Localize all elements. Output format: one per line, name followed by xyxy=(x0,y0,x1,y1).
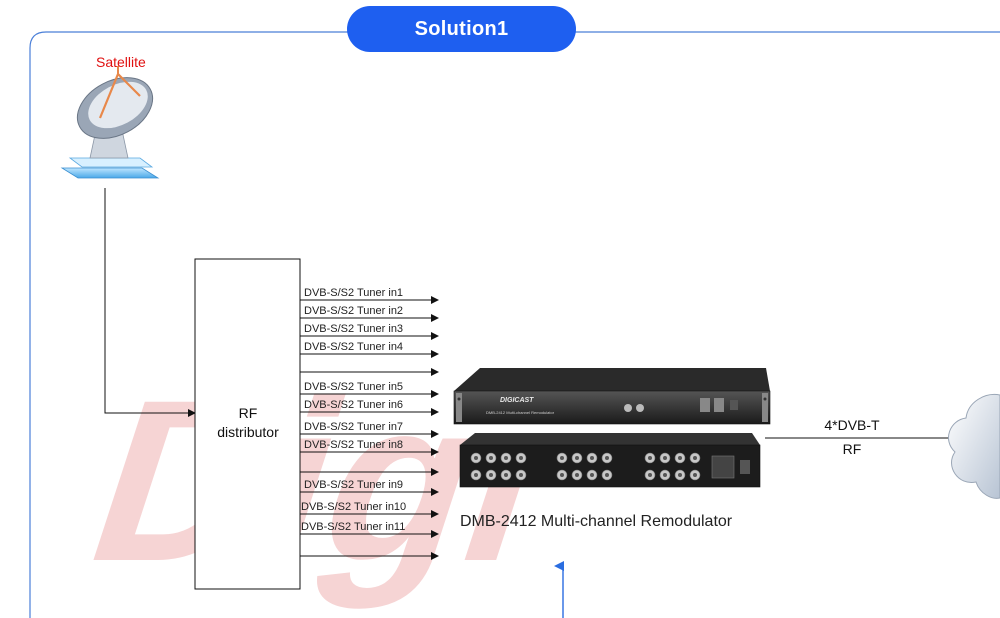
rf-port-pin xyxy=(663,456,667,460)
solution-frame xyxy=(29,31,1000,618)
rf-port-pin xyxy=(489,473,493,477)
tuner-label: DVB-S/S2 Tuner in9 xyxy=(304,479,404,491)
rf-port-pin xyxy=(590,473,594,477)
rf-port-pin xyxy=(474,473,478,477)
network-cloud-icon xyxy=(948,393,1000,499)
remodulator-front-panel xyxy=(453,368,771,425)
satellite-label: Satellite xyxy=(96,54,146,70)
device-front-text: DMB-2412 Multi-channel Remodulator xyxy=(486,410,555,415)
solution-title: Solution1 xyxy=(347,6,576,52)
tuner-arrows xyxy=(300,296,439,560)
rf-port-pin xyxy=(489,456,493,460)
rf-port-pin xyxy=(560,473,564,477)
tuner-label: DVB-S/S2 Tuner in1 xyxy=(304,287,404,299)
rf-distributor-box xyxy=(194,258,301,590)
rf-port-pin xyxy=(590,456,594,460)
tuner-label: DVB-S/S2 Tuner in6 xyxy=(304,399,404,411)
satellite-feed-line xyxy=(104,188,196,417)
rf-port-pin xyxy=(474,456,478,460)
rf-port-pin xyxy=(519,473,523,477)
tuner-label: DVB-S/S2 Tuner in4 xyxy=(304,341,404,353)
tuner-label: DVB-S/S2 Tuner in7 xyxy=(304,421,404,433)
satellite-dish-icon xyxy=(60,66,160,179)
rf-port-pin xyxy=(575,473,579,477)
rf-distributor-label: RF distributor xyxy=(196,404,300,442)
rf-distributor-line2: distributor xyxy=(217,424,279,440)
tuner-label: DVB-S/S2 Tuner in5 xyxy=(304,381,404,393)
tuner-label: DVB-S/S2 Tuner in11 xyxy=(301,521,406,533)
tuner-label: DVB-S/S2 Tuner in2 xyxy=(304,305,404,317)
rf-port-pin xyxy=(648,456,652,460)
rf-port-pin xyxy=(504,456,508,460)
rf-port-pin xyxy=(519,456,523,460)
output-label-2: RF xyxy=(842,441,862,457)
rf-port-pin xyxy=(560,456,564,460)
rf-port-pin xyxy=(504,473,508,477)
rf-port-pin xyxy=(663,473,667,477)
tuner-label: DVB-S/S2 Tuner in8 xyxy=(304,439,404,451)
rf-distributor-line1: RF xyxy=(238,405,258,421)
tuner-label: DVB-S/S2 Tuner in10 xyxy=(301,501,407,513)
rf-port-pin xyxy=(678,473,682,477)
tuner-label: DVB-S/S2 Tuner in3 xyxy=(304,323,404,335)
device-caption: DMB-2412 Multi-channel Remodulator xyxy=(460,513,733,530)
rf-port-pin xyxy=(575,456,579,460)
output-label-1: 4*DVB-T xyxy=(824,417,880,433)
device-brand: DIGICAST xyxy=(500,397,534,404)
rf-port-pin xyxy=(648,473,652,477)
rf-port-pin xyxy=(693,473,697,477)
rf-port-pin xyxy=(605,473,609,477)
rf-port-pin xyxy=(678,456,682,460)
rf-port-pin xyxy=(693,456,697,460)
rf-port-pin xyxy=(605,456,609,460)
remodulator-rear-panel xyxy=(459,433,761,488)
rf-ports xyxy=(470,452,701,481)
